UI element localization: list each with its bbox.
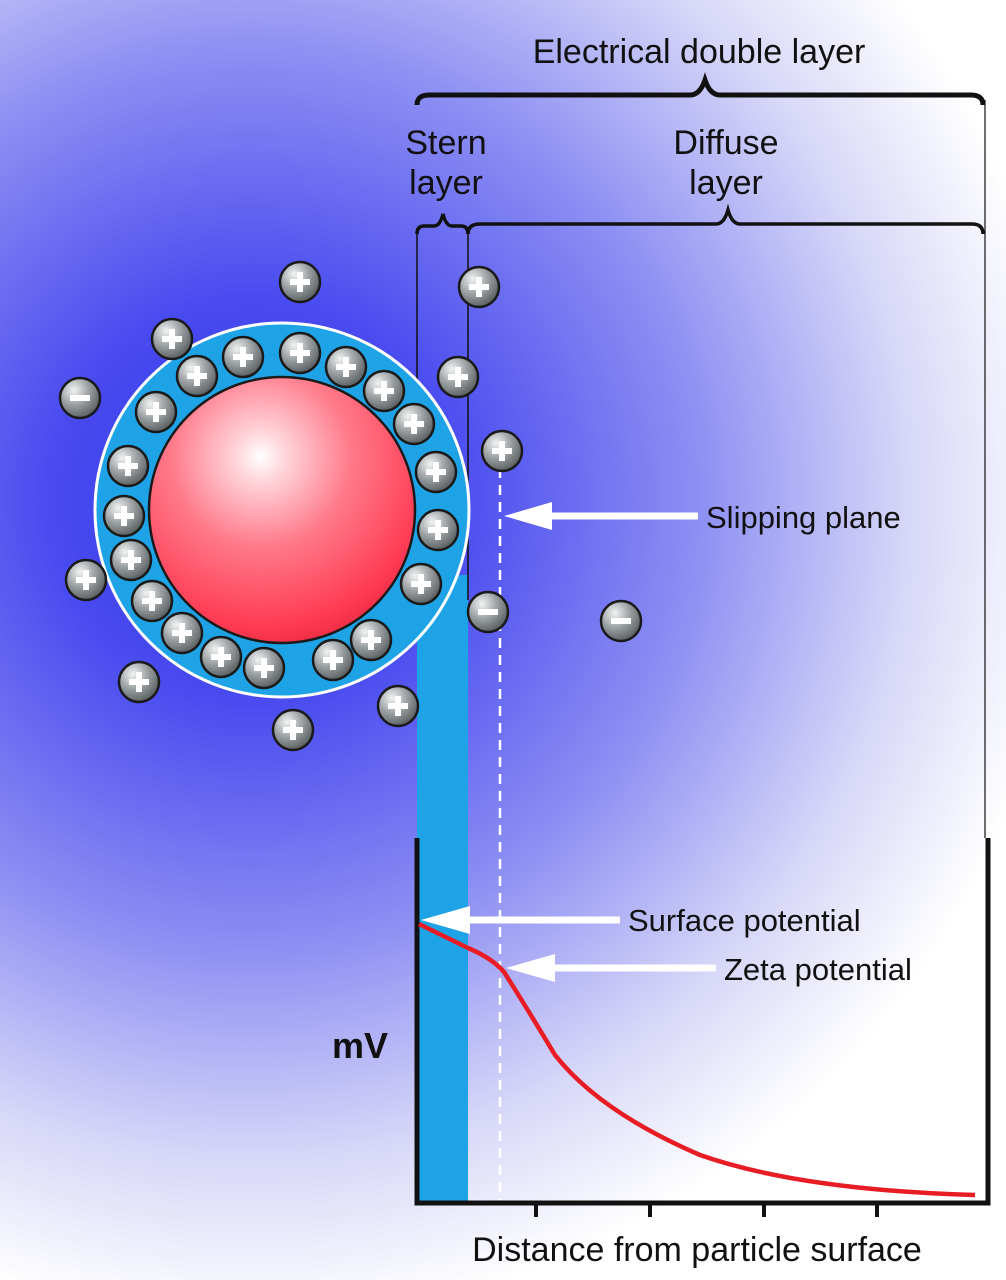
cation-icon: +	[399, 562, 443, 606]
cation-icon: +	[311, 638, 355, 682]
cation-icon: +	[64, 558, 108, 602]
cation-icon: +	[457, 265, 501, 309]
cation-icon: +	[109, 538, 153, 582]
cation-icon: +	[376, 684, 420, 728]
cation-icon: +	[436, 355, 480, 399]
cation-icon: +	[117, 660, 161, 704]
stern-label-line2: layer	[409, 164, 483, 202]
plot-axes	[414, 838, 991, 1206]
cation-icon: +	[324, 345, 368, 389]
diffuse-label-line1: Diffuse	[673, 124, 778, 162]
cation-icon: +	[160, 611, 204, 655]
stern-label-line1: Stern	[405, 124, 486, 162]
cation-icon: +	[278, 260, 322, 304]
diffuse-bracket	[466, 203, 985, 235]
edl-bracket	[414, 72, 986, 106]
cation-icon: +	[106, 444, 150, 488]
cation-icon: +	[175, 354, 219, 398]
anion-icon: -	[58, 376, 102, 420]
stern-bracket	[415, 213, 470, 235]
slipping-plane-label: Slipping plane	[706, 500, 901, 535]
cation-icon: +	[134, 390, 178, 434]
cation-icon: +	[392, 402, 436, 446]
cation-icon: +	[221, 335, 265, 379]
surface-potential-arrow	[421, 906, 620, 934]
anion-icon: -	[599, 599, 643, 643]
particle-core	[147, 375, 417, 645]
anion-icon: -	[466, 590, 510, 634]
cation-icon: +	[416, 508, 460, 552]
zeta-potential-arrow	[506, 954, 716, 982]
zeta-potential-label: Zeta potential	[724, 952, 912, 987]
stern-band	[417, 575, 468, 1202]
edl-label: Electrical double layer	[533, 33, 866, 71]
potential-plot	[414, 838, 991, 1217]
cation-icon: +	[349, 618, 393, 662]
charged-particle	[93, 321, 471, 699]
potential-curve	[418, 921, 976, 1198]
cation-icon: +	[199, 635, 243, 679]
cation-icon: +	[362, 369, 406, 413]
y-axis-label: mV	[332, 1025, 388, 1066]
ion-layer: ++++++++++++++++++++++++++++---	[58, 260, 643, 752]
cation-icon: +	[102, 494, 146, 538]
cation-icon: +	[150, 317, 194, 361]
diffuse-label-line2: layer	[689, 164, 763, 202]
cation-icon: +	[242, 646, 286, 690]
cation-icon: +	[130, 579, 174, 623]
cation-icon: +	[480, 429, 524, 473]
cation-icon: +	[414, 450, 458, 494]
slipping-plane-arrow	[504, 502, 698, 530]
surface-potential-label: Surface potential	[628, 903, 861, 938]
cation-icon: +	[271, 708, 315, 752]
cation-icon: +	[278, 331, 322, 375]
x-axis-label: Distance from particle surface	[472, 1231, 922, 1269]
